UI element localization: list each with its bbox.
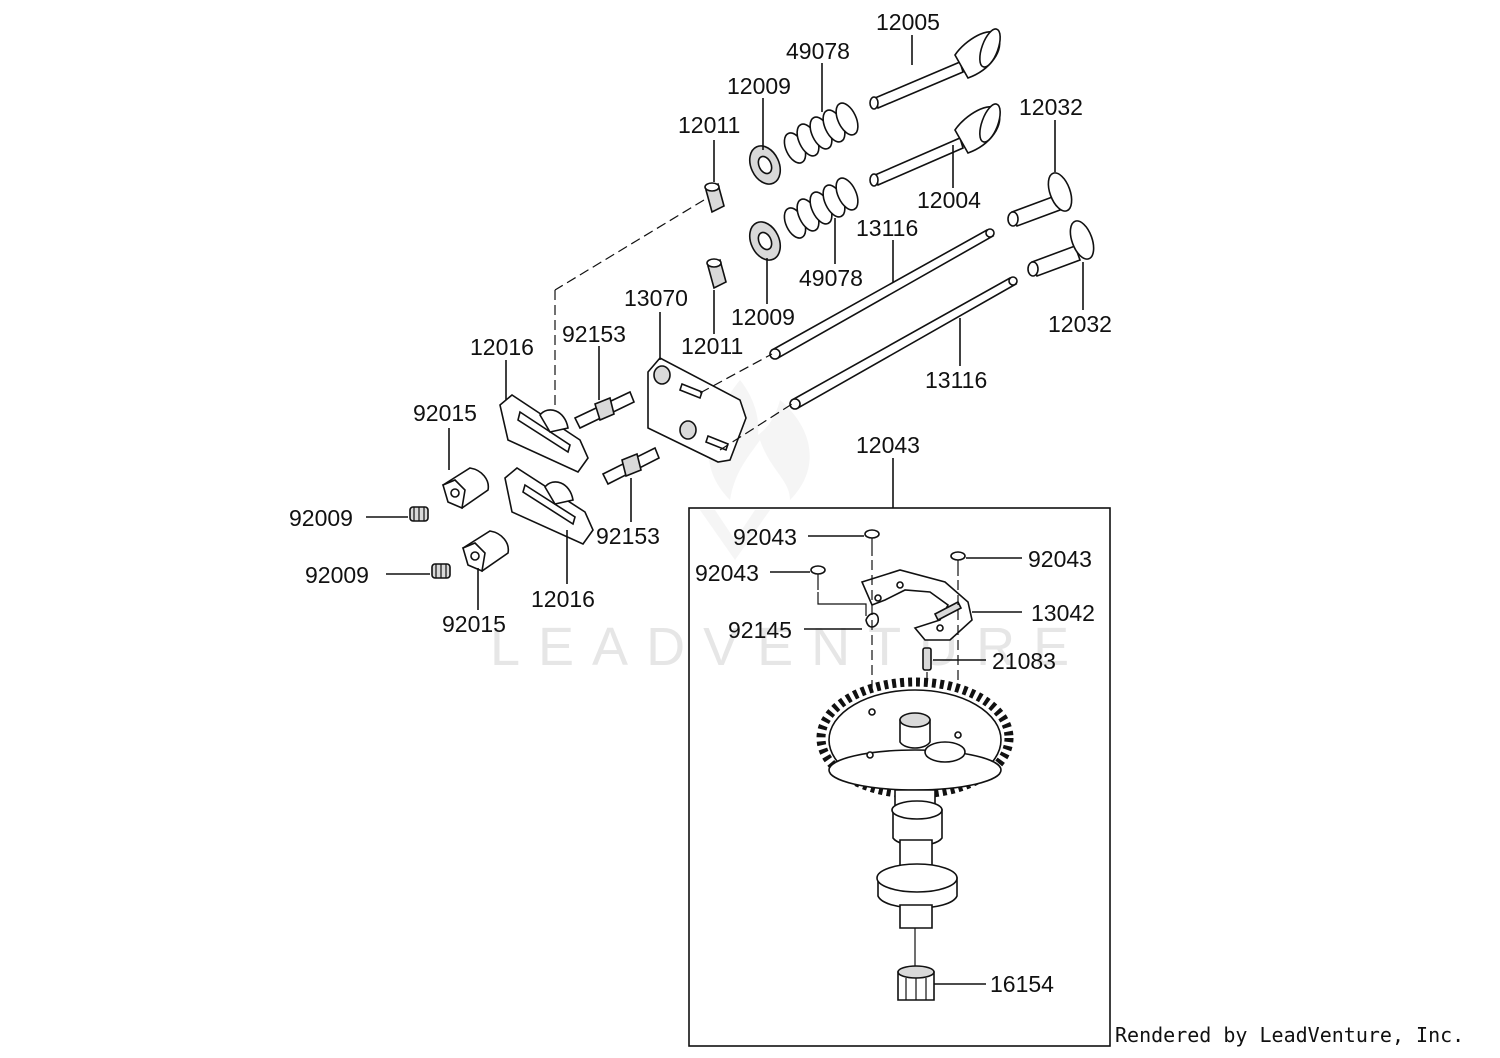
label-92145: 92145 <box>728 617 792 643</box>
rocker-arm-12016-lower[interactable] <box>504 467 594 545</box>
label-12032-upper: 12032 <box>1019 94 1083 120</box>
pin-21083[interactable] <box>922 647 932 671</box>
label-92153-lower: 92153 <box>596 523 660 549</box>
weight-13042[interactable] <box>860 569 973 641</box>
screw-92009-upper[interactable] <box>409 506 429 522</box>
label-12011-lower: 12011 <box>681 333 743 359</box>
label-13042: 13042 <box>1031 600 1095 626</box>
footer-credit: Rendered by LeadVenture, Inc. <box>1115 1023 1464 1047</box>
tappet-12032-lower[interactable] <box>1027 218 1098 278</box>
label-21083: 21083 <box>992 648 1056 674</box>
watermark-text: LEADVENTURE <box>490 617 1087 677</box>
retainer-12009-upper[interactable] <box>744 141 786 189</box>
label-49078-lower: 49078 <box>799 265 863 291</box>
label-49078-upper: 49078 <box>786 38 850 64</box>
label-12009-lower: 12009 <box>731 304 795 330</box>
screw-92009-lower[interactable] <box>431 563 451 579</box>
camshaft-assembly-box <box>688 507 1111 1047</box>
spring-49078-lower[interactable] <box>780 175 862 242</box>
rotor-16154[interactable] <box>897 965 935 1001</box>
valve-12004[interactable] <box>869 101 1004 187</box>
assembly-line <box>699 353 773 394</box>
label-92043-left: 92043 <box>695 560 759 586</box>
collet-12011-upper[interactable] <box>704 182 725 214</box>
label-13116-upper: 13116 <box>856 215 918 241</box>
collet-12011-lower[interactable] <box>706 258 727 290</box>
retainer-12009-lower[interactable] <box>744 217 786 265</box>
leader-lines <box>366 35 1084 985</box>
stud-92153-lower[interactable] <box>601 446 661 486</box>
pin-92043-top[interactable] <box>864 529 880 556</box>
label-16154: 16154 <box>990 971 1054 997</box>
label-12011-upper: 12011 <box>678 112 740 138</box>
label-12016-lower: 12016 <box>531 586 595 612</box>
valve-12005[interactable] <box>869 26 1004 110</box>
camshaft[interactable] <box>876 789 958 970</box>
pin-92043-right[interactable] <box>950 551 966 576</box>
tappet-12032-upper[interactable] <box>1007 170 1076 228</box>
guide-plate-13070[interactable] <box>647 356 747 463</box>
label-92009-lower: 92009 <box>305 562 369 588</box>
label-13070: 13070 <box>624 285 688 311</box>
push-rod-13116-lower[interactable] <box>789 276 1018 410</box>
label-12032-lower: 12032 <box>1048 311 1112 337</box>
pin-92043-left[interactable] <box>810 565 826 590</box>
label-92153-upper: 92153 <box>562 321 626 347</box>
label-12005: 12005 <box>876 9 940 35</box>
label-92015-upper: 92015 <box>413 400 477 426</box>
pivot-92015-lower[interactable] <box>461 530 510 573</box>
assembly-line <box>554 199 705 291</box>
label-12004: 12004 <box>917 187 981 213</box>
label-12016-upper: 12016 <box>470 334 534 360</box>
spring-49078-upper[interactable] <box>780 100 862 167</box>
label-92043-right: 92043 <box>1028 546 1092 572</box>
pivot-92015-upper[interactable] <box>441 467 490 510</box>
assembly-line <box>817 592 867 616</box>
label-12009-upper: 12009 <box>727 73 791 99</box>
label-92043-top: 92043 <box>733 524 797 550</box>
camshaft-gear[interactable] <box>816 677 1014 799</box>
label-92009-upper: 92009 <box>289 505 353 531</box>
label-92015-lower: 92015 <box>442 611 506 637</box>
label-13116-lower: 13116 <box>925 367 987 393</box>
stud-92153-upper[interactable] <box>573 390 636 430</box>
rocker-arm-12016-upper[interactable] <box>499 394 589 474</box>
label-12043: 12043 <box>856 432 920 458</box>
push-rod-13116-upper[interactable] <box>769 228 995 360</box>
